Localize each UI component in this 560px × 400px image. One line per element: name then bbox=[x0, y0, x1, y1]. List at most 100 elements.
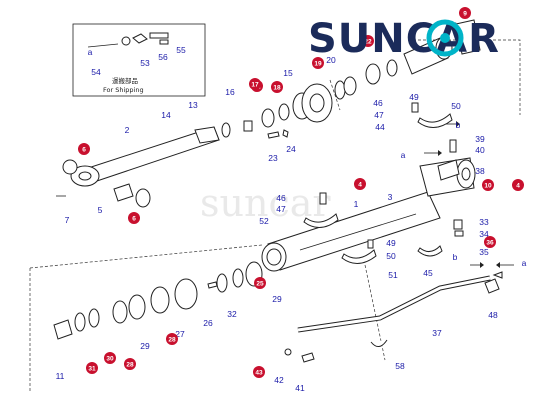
callout-label: 47 bbox=[276, 204, 286, 214]
callout-badge bbox=[166, 333, 178, 345]
callout-badge bbox=[86, 362, 98, 374]
arrows bbox=[424, 121, 514, 268]
callout-badge bbox=[254, 277, 266, 289]
callout-label: 16 bbox=[225, 87, 235, 97]
callout-badge-label: 22 bbox=[364, 38, 372, 45]
callout-label: 49 bbox=[386, 238, 396, 248]
hydraulic-pipe bbox=[284, 271, 503, 363]
gear-icon bbox=[426, 19, 464, 57]
callout-label: a bbox=[88, 47, 93, 57]
callout-badge bbox=[312, 57, 324, 69]
part-labels: a545356559202219181516131412267562324464… bbox=[56, 7, 527, 393]
callout-label: 53 bbox=[140, 58, 150, 68]
callout-label: 44 bbox=[375, 122, 385, 132]
callout-label: 49 bbox=[409, 92, 419, 102]
callout-badge bbox=[124, 358, 136, 370]
callout-badge-label: 43 bbox=[255, 369, 263, 376]
callout-label: 26 bbox=[203, 318, 213, 328]
callout-label: 1 bbox=[354, 199, 359, 209]
callout-badge bbox=[484, 236, 496, 248]
callout-label: a bbox=[401, 150, 406, 160]
bottom-rings bbox=[53, 261, 263, 340]
callout-label: 23 bbox=[268, 153, 278, 163]
dashed-border-bottom bbox=[29, 244, 263, 269]
callout-label: 50 bbox=[386, 251, 396, 261]
clamps bbox=[303, 102, 464, 264]
callout-badge bbox=[354, 178, 366, 190]
callout-label: 55 bbox=[176, 45, 186, 55]
callout-label: 27 bbox=[175, 329, 185, 339]
callout-label: 39 bbox=[475, 134, 485, 144]
callout-badge-label: 18 bbox=[273, 84, 281, 91]
callout-badge-label: 9 bbox=[463, 10, 467, 17]
callout-label: 41 bbox=[295, 383, 305, 393]
brand-logo: SUNCAR bbox=[308, 16, 500, 62]
callout-label: b bbox=[453, 252, 458, 262]
callout-badge-label: 6 bbox=[82, 146, 86, 153]
callout-badge-label: 28 bbox=[126, 361, 134, 368]
callout-badge-label: 30 bbox=[106, 355, 114, 362]
callout-label: 29 bbox=[272, 294, 282, 304]
callout-badge bbox=[253, 366, 265, 378]
callout-label: a bbox=[522, 258, 527, 268]
shipping-label-en: For Shipping bbox=[103, 86, 144, 94]
callout-label: 14 bbox=[161, 110, 171, 120]
dashed-guide-2 bbox=[329, 79, 341, 111]
callout-badge bbox=[128, 212, 140, 224]
callout-badge bbox=[362, 35, 374, 47]
callout-label: b bbox=[456, 120, 461, 130]
shipping-inset: 運搬部品 For Shipping bbox=[72, 23, 206, 97]
callout-label: 2 bbox=[125, 125, 130, 135]
callout-badge bbox=[78, 143, 90, 155]
callout-label: 5 bbox=[98, 205, 103, 215]
callout-label: 20 bbox=[326, 55, 336, 65]
cylinder-tube bbox=[261, 157, 476, 272]
callout-badge-label: 17 bbox=[251, 81, 259, 88]
callout-label: 47 bbox=[374, 110, 384, 120]
callout-badge-label: 19 bbox=[314, 60, 322, 67]
callout-label: 56 bbox=[158, 52, 168, 62]
callout-badge bbox=[249, 78, 261, 90]
callout-badge-label: 31 bbox=[88, 365, 96, 372]
callout-badge-label: 6 bbox=[132, 215, 136, 222]
callout-label: 34 bbox=[479, 229, 489, 239]
callout-badge-label: 4 bbox=[516, 182, 520, 189]
callout-label: 52 bbox=[259, 216, 269, 226]
callout-label: 32 bbox=[227, 309, 237, 319]
callout-badge-label: 36 bbox=[486, 239, 494, 246]
callout-label: 50 bbox=[451, 101, 461, 111]
callout-label: 7 bbox=[65, 215, 70, 225]
callout-label: 40 bbox=[475, 145, 485, 155]
callout-label: 15 bbox=[283, 68, 293, 78]
callout-label: 35 bbox=[479, 247, 489, 257]
callout-badge bbox=[482, 179, 494, 191]
callout-badge bbox=[104, 352, 116, 364]
callout-badge bbox=[459, 7, 471, 19]
callout-badge bbox=[271, 81, 283, 93]
shipping-label-jp: 運搬部品 bbox=[112, 76, 138, 85]
callout-label: 29 bbox=[140, 341, 150, 351]
watermark: suncar bbox=[200, 181, 331, 225]
callout-label: 48 bbox=[488, 310, 498, 320]
brand-name: SUNCAR bbox=[308, 16, 500, 62]
callout-badge-label: 10 bbox=[484, 182, 492, 189]
callout-label: 38 bbox=[475, 166, 485, 176]
callout-label: 46 bbox=[373, 98, 383, 108]
callout-label: 58 bbox=[395, 361, 405, 371]
callout-label: 33 bbox=[479, 217, 489, 227]
callout-label: 11 bbox=[56, 371, 65, 381]
callout-label: 54 bbox=[91, 67, 101, 77]
callout-badge-label: 25 bbox=[256, 280, 264, 287]
callout-label: 13 bbox=[188, 100, 198, 110]
callout-badge bbox=[512, 179, 524, 191]
callout-label: 51 bbox=[388, 270, 398, 280]
callout-label: 37 bbox=[432, 328, 442, 338]
callout-label: 46 bbox=[276, 193, 286, 203]
bushings-left bbox=[56, 129, 289, 208]
callout-badge-label: 28 bbox=[168, 336, 176, 343]
callout-label: 3 bbox=[388, 192, 393, 202]
callout-label: 45 bbox=[423, 268, 433, 278]
callout-badge-label: 4 bbox=[358, 181, 362, 188]
brand-logo-text: SUNCAR bbox=[308, 16, 500, 62]
